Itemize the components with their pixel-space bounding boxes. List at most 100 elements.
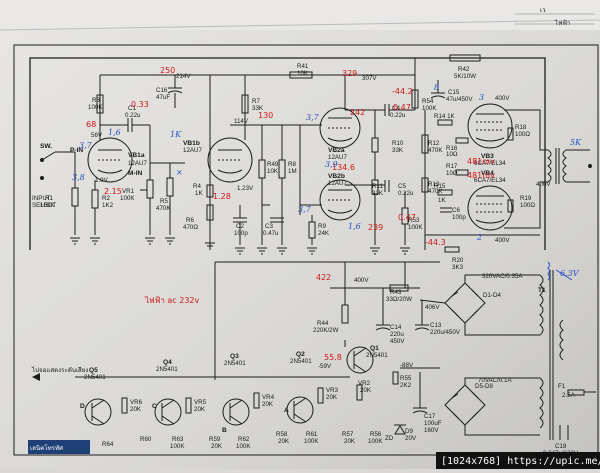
svg-text:C15: C15 xyxy=(448,89,460,96)
svg-text:3: 3 xyxy=(479,93,484,102)
svg-text:20K: 20K xyxy=(278,438,290,445)
svg-text:114V: 114V xyxy=(234,118,249,125)
svg-text:47uF: 47uF xyxy=(156,94,170,101)
svg-text:R63: R63 xyxy=(172,436,184,443)
svg-text:20K: 20K xyxy=(262,401,274,408)
red-annotations: 250 329 0.33 68 2.15 1.28 130 134.6 242 … xyxy=(86,66,495,362)
svg-text:VR2: VR2 xyxy=(358,380,371,387)
svg-text:Q5: Q5 xyxy=(89,367,98,374)
svg-text:R15: R15 xyxy=(434,183,446,190)
resistor-r44: R44 220K/2W xyxy=(313,304,349,334)
svg-text:33Ω/20W: 33Ω/20W xyxy=(386,296,412,303)
svg-text:2N5401: 2N5401 xyxy=(156,366,178,373)
svg-text:100K: 100K xyxy=(368,438,383,445)
svg-text:320VAC/0.35A: 320VAC/0.35A xyxy=(482,273,523,280)
svg-text:100K: 100K xyxy=(304,438,319,445)
tube-vb1a: VB1a 12AU7 xyxy=(87,137,147,183)
svg-text:2N5401: 2N5401 xyxy=(224,360,246,367)
potentiometer-vr3: VR3 20K xyxy=(317,387,339,404)
svg-text:10Ω: 10Ω xyxy=(446,170,458,177)
svg-text:-44.2: -44.2 xyxy=(392,87,413,96)
svg-text:100K: 100K xyxy=(236,443,251,450)
svg-text:B: B xyxy=(222,427,227,434)
r1-label: R1 xyxy=(45,195,53,202)
svg-text:307V: 307V xyxy=(362,75,377,82)
svg-text:33K: 33K xyxy=(252,105,264,112)
svg-text:R53: R53 xyxy=(408,217,420,224)
svg-text:R20: R20 xyxy=(452,257,464,264)
resistor-r3: R3 100K xyxy=(88,94,104,114)
svg-text:0.47: 0.47 xyxy=(393,103,411,112)
svg-text:20K: 20K xyxy=(194,406,206,413)
svg-text:20V: 20V xyxy=(405,435,417,442)
svg-text:R62: R62 xyxy=(238,436,250,443)
resistor-r5: R5 470K xyxy=(150,162,185,235)
svg-text:1K2: 1K2 xyxy=(102,202,114,209)
svg-text:24K: 24K xyxy=(318,230,330,237)
heater-winding-note: 6.3V xyxy=(547,261,580,281)
svg-text:6.3V: 6.3V xyxy=(560,269,580,278)
vb1a-type: 12AU7 xyxy=(128,160,147,167)
svg-text:10K: 10K xyxy=(267,168,279,175)
resistor-r49: R49 10K xyxy=(258,125,279,245)
svg-text:R7: R7 xyxy=(252,98,260,105)
svg-text:×: × xyxy=(176,168,183,177)
tube-vb1b: VB1b 12AU7 xyxy=(183,137,253,183)
m-in-label: M-IN xyxy=(128,170,143,177)
svg-text:100p: 100p xyxy=(452,214,466,221)
vb1b-type: 12AU7 xyxy=(183,147,202,154)
watermark-text: [1024x768] https://upic.me/ xyxy=(441,456,600,467)
potentiometer-vr2: VR2 20K xyxy=(356,380,372,401)
svg-text:470K: 470K xyxy=(428,188,443,195)
svg-text:2N5401: 2N5401 xyxy=(84,374,106,381)
svg-text:C4: C4 xyxy=(392,105,400,112)
resistor-r9: R9 24K xyxy=(308,215,330,245)
vb2a-name: VB2a xyxy=(328,147,345,154)
potentiometer-vr1: VR1 100K xyxy=(120,125,154,235)
svg-text:56V: 56V xyxy=(91,132,103,139)
svg-text:VR3: VR3 xyxy=(326,387,339,394)
svg-text:470K: 470K xyxy=(428,147,443,154)
svg-text:20K: 20K xyxy=(211,443,223,450)
resistor-r41: R41 10K xyxy=(289,63,313,79)
transistor-q1: Q1 2N5401 xyxy=(346,345,388,374)
svg-text:481mv: 481mv xyxy=(467,157,495,166)
svg-text:C17: C17 xyxy=(424,413,436,420)
svg-text:R11: R11 xyxy=(372,183,383,190)
sw-label: SW. xyxy=(40,143,52,150)
svg-text:C: C xyxy=(152,403,157,410)
svg-text:20K: 20K xyxy=(344,438,356,445)
tube-vb3: VB3 6CA7/EL34 xyxy=(467,103,513,167)
svg-text:D9: D9 xyxy=(405,428,413,435)
resistor-r15: R15 1K xyxy=(434,183,453,204)
svg-text:1.23V: 1.23V xyxy=(237,185,254,192)
svg-text:100uF: 100uF xyxy=(424,420,442,427)
zener-d9: D9 20V ZD xyxy=(385,424,417,442)
svg-text:ไฟฟ้า: ไฟฟ้า xyxy=(554,19,570,27)
vb4-name: VB4 xyxy=(481,170,494,177)
vb3-name: VB3 xyxy=(481,153,494,160)
svg-text:R17: R17 xyxy=(446,163,458,170)
svg-text:68: 68 xyxy=(86,120,96,129)
blue-annotations: 3,7 3,8 1,6 1K 3,7 3,9 3,7 1,6 5K × 3 8 … xyxy=(72,83,582,242)
svg-text:1,6: 1,6 xyxy=(348,222,361,231)
capacitor-c16: C16 47uF 214V xyxy=(156,73,191,108)
transistor-q3: Q3 2N5401 B xyxy=(222,353,250,434)
capacitor-c6: C6 100p xyxy=(440,207,466,221)
resistor-r43: R43 33Ω/20W xyxy=(386,284,412,303)
transistor-q4: Q4 2N5401 C xyxy=(152,359,182,426)
svg-text:R6: R6 xyxy=(186,217,194,224)
svg-text:T1: T1 xyxy=(538,287,546,294)
svg-text:0.47: 0.47 xyxy=(398,213,416,222)
svg-text:1M: 1M xyxy=(288,168,297,175)
svg-text:VR6: VR6 xyxy=(130,399,143,406)
svg-text:100p: 100p xyxy=(234,230,248,237)
svg-text:1.28: 1.28 xyxy=(213,192,231,201)
tube-vb2a: VB2a 12AU7 xyxy=(319,107,361,161)
svg-text:100K: 100K xyxy=(88,104,103,111)
svg-text:-88V: -88V xyxy=(400,362,414,369)
svg-text:470K: 470K xyxy=(156,205,171,212)
potentiometer-vr6: VR6 20K xyxy=(121,397,143,414)
svg-text:0.22u: 0.22u xyxy=(390,112,406,119)
